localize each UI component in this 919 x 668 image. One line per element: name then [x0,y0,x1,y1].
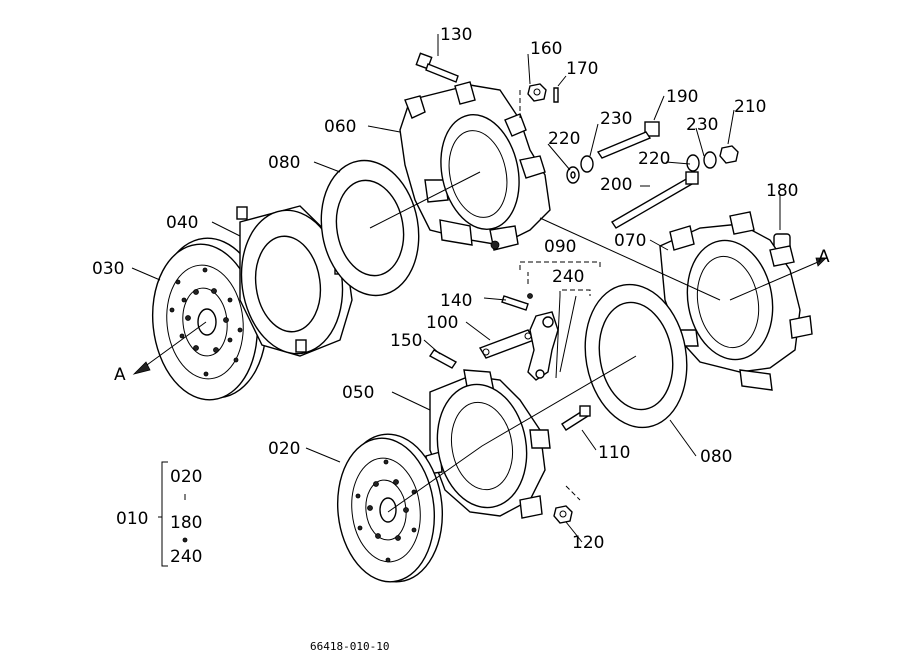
label-230-lower: 230 [686,115,718,135]
group-item-020: 020 [170,467,202,487]
label-080-lower: 080 [700,447,732,467]
group-id-010: 010 [116,509,148,529]
arrow-label-a-right: A [818,247,830,267]
label-150: 150 [390,331,422,351]
bolt-130 [415,52,459,83]
group-item-180: 180 [170,513,202,533]
leader-lines [131,34,781,543]
label-220-upper: 220 [548,129,580,149]
group-brackets [519,90,601,501]
nut-120 [553,505,573,524]
pin-150 [428,349,458,369]
label-080-upper: 080 [268,153,300,173]
label-110: 110 [598,443,630,463]
label-130: 130 [440,25,472,45]
housing-060 [399,81,551,251]
part-labels: 130 160 170 060 220 230 190 230 210 220 … [92,25,830,553]
pin-170 [553,87,559,103]
center-axis [132,171,827,513]
label-070: 070 [614,231,646,251]
bolt-190 [596,121,660,159]
label-120: 120 [572,533,604,553]
label-160: 160 [530,39,562,59]
assembly-group-010: 010 020 180 240 [116,461,202,567]
label-030: 030 [92,259,124,279]
group-item-240: 240 [170,547,202,567]
lever-assembly [527,293,559,381]
label-170: 170 [566,59,598,79]
clutch-disc-020 [336,433,444,583]
label-050: 050 [342,383,374,403]
label-180: 180 [766,181,798,201]
bolt-110 [561,405,591,431]
label-190: 190 [666,87,698,107]
bolt-200 [611,171,699,229]
label-210: 210 [734,97,766,117]
washer-230-upper [580,155,594,173]
label-240: 240 [552,267,584,287]
pin-140 [501,295,529,311]
label-020: 020 [268,439,300,459]
drawing-caption: 66418-010-10 [310,640,389,653]
link-100 [478,329,536,359]
washer-220-lower [686,154,700,172]
housing-070 [659,211,813,391]
label-060: 060 [324,117,356,137]
label-200: 200 [600,175,632,195]
washer-230-lower [703,151,717,169]
label-090: 090 [544,237,576,257]
nut-210 [719,145,739,164]
label-040: 040 [166,213,198,233]
nut-160 [527,83,547,102]
housing-050 [425,369,551,519]
washer-220-upper [566,166,580,184]
arrow-label-a-left: A [114,365,126,385]
label-100: 100 [426,313,458,333]
label-230-upper: 230 [600,109,632,129]
label-140: 140 [440,291,472,311]
label-220-lower: 220 [638,149,670,169]
